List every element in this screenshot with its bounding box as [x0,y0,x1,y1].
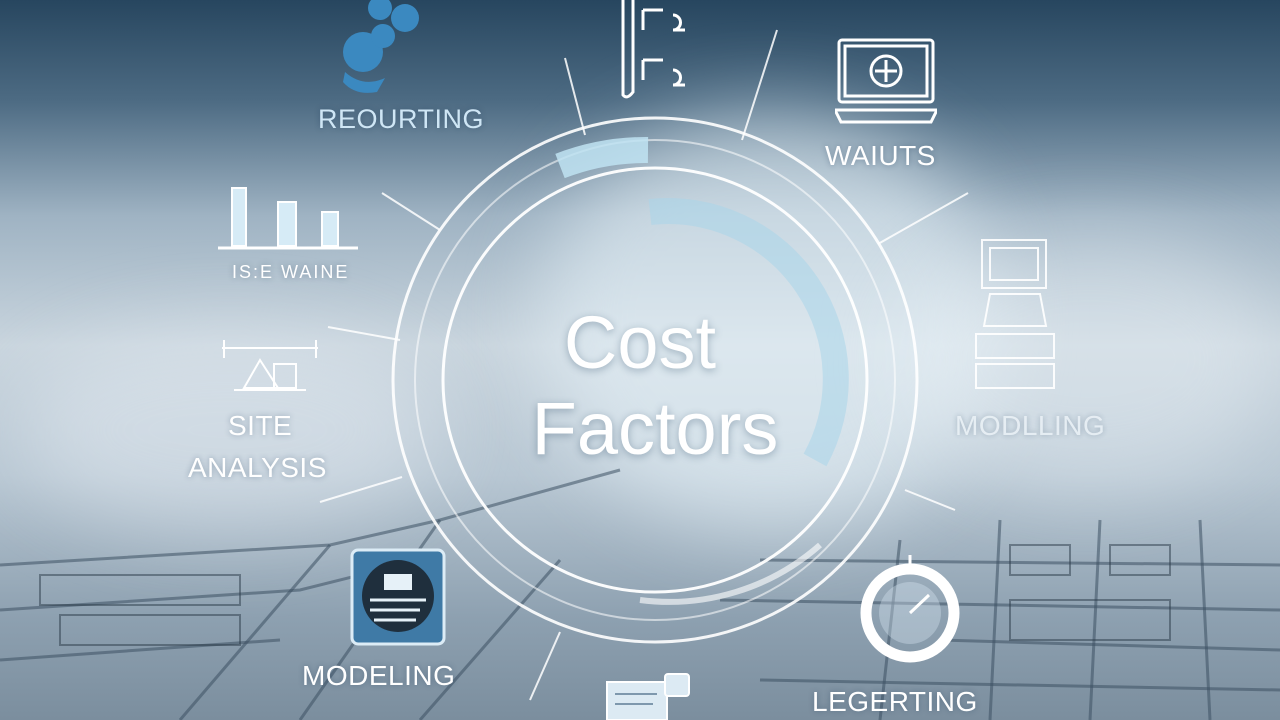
bar-chart-icon [218,187,358,250]
label-top-left: REOURTING [318,104,485,134]
center-title-line1: Cost [563,301,717,384]
document-icon [621,0,685,99]
label-bottom-right: LEGERTING [812,686,978,717]
laptop-icon [835,38,937,124]
label-bottom-left: MODELING [302,660,456,691]
label-top-right: WAIUTS [825,140,936,171]
label-left-middle-1: SITE [228,410,293,441]
computer-station-icon [975,239,1055,389]
display-icon [350,548,446,646]
ring-gauge-icon [860,555,960,663]
label-right-middle: MODLLING [955,410,1106,441]
document-stack-icon [606,673,690,720]
center-title: Cost Factors [480,300,800,472]
center-title-line2: Factors [531,387,779,470]
people-group-icon [343,0,419,93]
blueprint-icon [222,340,318,391]
label-left-upper: IS:E WAINE [232,262,350,282]
label-left-middle-2: ANALYSIS [188,452,327,483]
